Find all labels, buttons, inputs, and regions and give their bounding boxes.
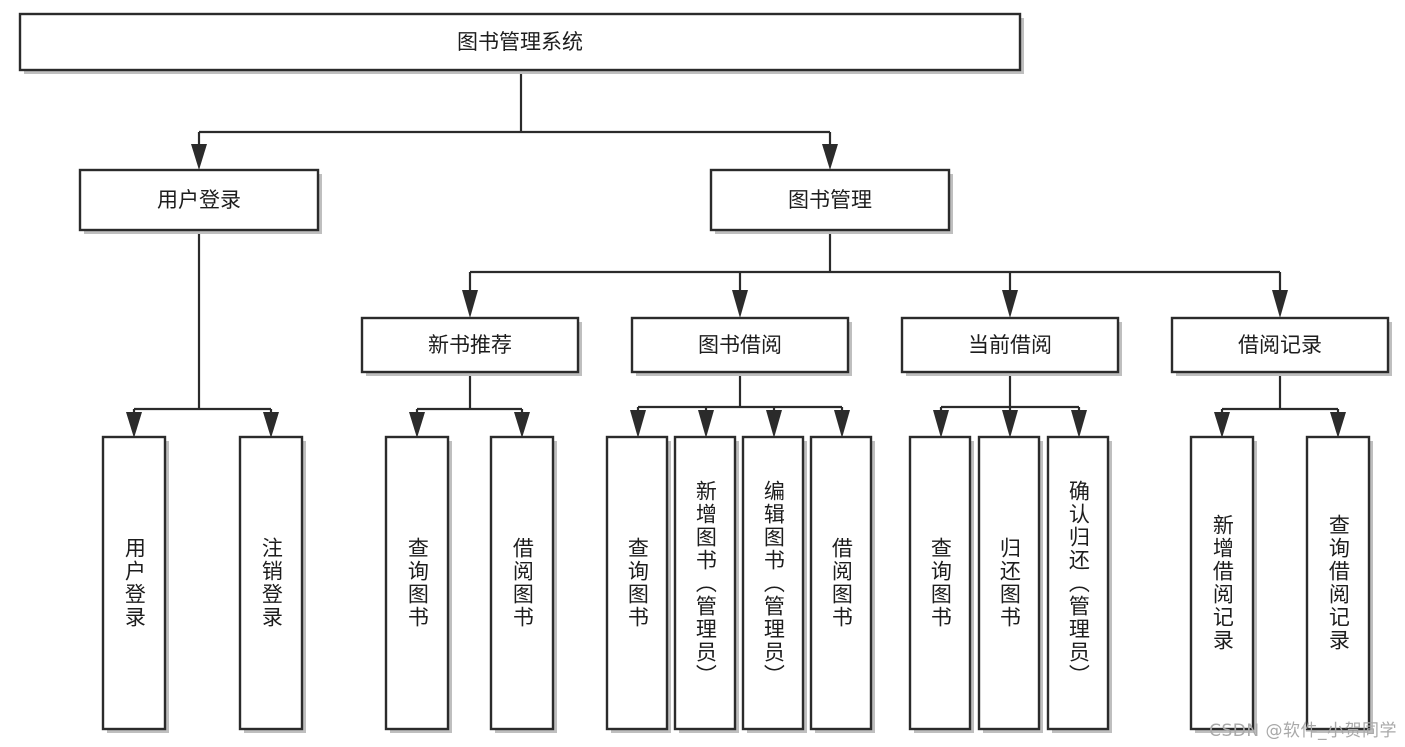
node-root-label: 图书管理系统 (457, 30, 583, 54)
node-book-borrow-box[interactable] (630, 316, 850, 374)
arrow-head-leaf-return-book (1002, 410, 1018, 438)
arrow-head-leaf-query-book-1 (409, 412, 425, 438)
node-book-borrow-label: 图书借阅 (698, 333, 782, 357)
node-leaf-add-record-box[interactable] (1189, 435, 1255, 731)
node-leaf-query-record-box[interactable] (1305, 435, 1371, 731)
node-leaf-edit-book[interactable] (741, 435, 807, 733)
arrow-head-borrow-record (1272, 290, 1288, 318)
node-leaf-confirm-return-box[interactable] (1046, 435, 1110, 731)
arrow-head-leaf-confirm-return (1071, 410, 1087, 438)
arrow-head-user-login (191, 144, 207, 170)
node-current-borrow-label: 当前借阅 (968, 333, 1052, 357)
connector-group-book-manage (462, 233, 1288, 318)
connector-group-new-book-recommend (409, 375, 530, 438)
node-leaf-query-book-1-box[interactable] (384, 435, 450, 731)
connector-group-root (191, 72, 838, 170)
arrow-head-book-borrow (732, 290, 748, 318)
node-new-book-recommend-box[interactable] (360, 316, 580, 374)
node-leaf-borrow-book-1[interactable] (489, 435, 557, 733)
arrow-head-leaf-add-record (1214, 412, 1230, 438)
node-book-manage-label: 图书管理 (788, 188, 872, 212)
arrow-head-leaf-borrow-book-2 (834, 410, 850, 438)
node-leaf-borrow-book-2-box[interactable] (809, 435, 873, 731)
node-current-borrow-box[interactable] (900, 316, 1120, 374)
node-leaf-confirm-return[interactable] (1046, 435, 1112, 733)
arrow-head-new-book-recommend (462, 290, 478, 318)
arrow-head-leaf-user-login (126, 412, 142, 438)
arrow-head-book-manage (822, 144, 838, 170)
node-leaf-borrow-book-1-box[interactable] (489, 435, 555, 731)
connector-group-user-login (126, 233, 279, 438)
node-borrow-record-label: 借阅记录 (1238, 333, 1322, 357)
node-leaf-query-book-3-box[interactable] (908, 435, 972, 731)
arrow-head-leaf-logout (263, 412, 279, 438)
node-root[interactable]: 图书管理系统 (18, 12, 1024, 74)
node-root-box[interactable] (18, 12, 1022, 72)
arrow-head-leaf-query-book-2 (630, 410, 646, 438)
node-leaf-add-book[interactable] (673, 435, 739, 733)
node-new-book-recommend-label: 新书推荐 (428, 333, 512, 357)
arrow-head-leaf-query-book-3 (933, 410, 949, 438)
connector-group-current-borrow (933, 375, 1087, 438)
connector-group-book-borrow (630, 375, 850, 438)
node-leaf-query-book-3[interactable] (908, 435, 974, 733)
node-new-book-recommend[interactable]: 新书推荐 (360, 316, 582, 376)
node-leaf-add-record[interactable] (1189, 435, 1257, 733)
arrow-head-leaf-edit-book (766, 410, 782, 438)
node-leaf-add-book-box[interactable] (673, 435, 737, 731)
node-book-manage[interactable]: 图书管理 (709, 168, 953, 234)
node-leaf-user-login[interactable] (101, 435, 169, 733)
node-book-borrow[interactable]: 图书借阅 (630, 316, 852, 376)
node-user-login-label: 用户登录 (157, 188, 241, 212)
csdn-watermark: CSDN @软件_小贺同学 (1209, 721, 1397, 741)
node-current-borrow[interactable]: 当前借阅 (900, 316, 1122, 376)
node-leaf-edit-book-box[interactable] (741, 435, 805, 731)
arrow-head-leaf-borrow-book-1 (514, 412, 530, 438)
node-leaf-logout[interactable] (238, 435, 306, 733)
node-leaf-query-record[interactable] (1305, 435, 1373, 733)
node-leaf-logout-box[interactable] (238, 435, 304, 731)
node-leaf-query-book-2[interactable] (605, 435, 671, 733)
node-borrow-record[interactable]: 借阅记录 (1170, 316, 1392, 376)
node-borrow-record-box[interactable] (1170, 316, 1390, 374)
node-leaf-query-book-1[interactable] (384, 435, 452, 733)
arrow-head-leaf-query-record (1330, 412, 1346, 438)
arrow-head-current-borrow (1002, 290, 1018, 318)
node-book-manage-box[interactable] (709, 168, 951, 232)
node-user-login[interactable]: 用户登录 (78, 168, 322, 234)
node-leaf-query-book-2-box[interactable] (605, 435, 669, 731)
node-leaf-borrow-book-2[interactable] (809, 435, 875, 733)
arrow-head-leaf-add-book (698, 410, 714, 438)
node-leaf-user-login-box[interactable] (101, 435, 167, 731)
node-user-login-box[interactable] (78, 168, 320, 232)
connector-group-borrow-record (1214, 375, 1346, 438)
node-leaf-return-book[interactable] (977, 435, 1043, 733)
node-leaf-return-book-box[interactable] (977, 435, 1041, 731)
